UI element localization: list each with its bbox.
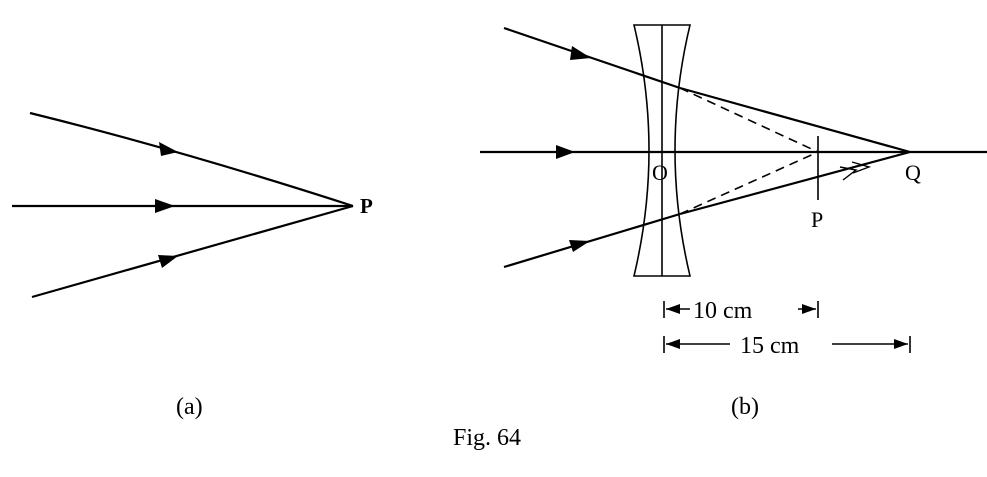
panel-a-upper-arrow <box>159 142 178 156</box>
panel-b-caption: (b) <box>731 394 759 420</box>
dimension-10cm-label: 10 cm <box>693 298 753 324</box>
panel-b: O P Q 10 cm 15 cm (b) <box>480 24 987 420</box>
image-point-label: P <box>811 207 823 232</box>
lower-refracted-ray <box>679 150 911 216</box>
lower-incident-arrow <box>569 240 590 252</box>
panel-a-lower-ray <box>31 204 354 299</box>
lower-incident-ray <box>503 212 681 269</box>
dimension-10cm: 10 cm <box>663 298 819 324</box>
panel-a-axis-arrow <box>155 199 175 213</box>
dimension-15cm: 15 cm <box>663 333 911 359</box>
lens-center-label: O <box>652 160 668 185</box>
panel-a: P (a) <box>12 111 373 420</box>
upper-incident-ray <box>503 26 681 90</box>
upper-incident-arrow <box>570 46 591 60</box>
dimension-15cm-label: 15 cm <box>740 333 800 359</box>
focus-point-label: Q <box>905 160 921 185</box>
upper-refracted-ray <box>679 86 911 154</box>
panel-a-point-label: P <box>360 194 373 218</box>
lower-virtual-ray <box>679 151 819 215</box>
panel-a-lower-arrow <box>158 255 178 268</box>
panel-a-caption: (a) <box>176 394 203 420</box>
axis-arrow <box>556 145 575 159</box>
panel-a-upper-ray <box>29 111 354 208</box>
upper-virtual-ray <box>679 87 819 153</box>
figure-caption: Fig. 64 <box>453 425 521 451</box>
lower-refracted-arrow <box>839 166 858 181</box>
upper-refracted-arrow <box>851 161 872 174</box>
